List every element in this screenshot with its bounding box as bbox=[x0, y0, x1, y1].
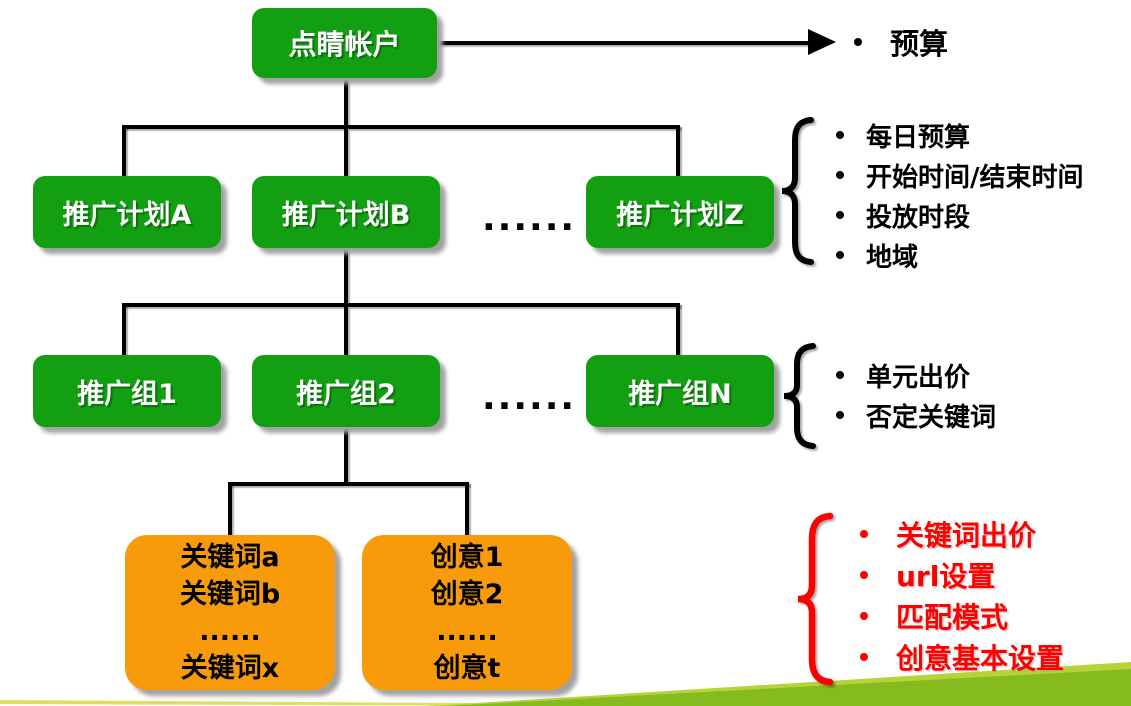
account-box-label: 点睛帐户 bbox=[288, 28, 401, 61]
bullet-icon bbox=[836, 251, 844, 259]
account-note-list: 预算 bbox=[854, 25, 948, 61]
creatives-box: 创意1 创意2 ...... 创意t bbox=[362, 535, 572, 690]
account-note-label: 预算 bbox=[890, 27, 949, 61]
red-brace-icon bbox=[797, 512, 834, 686]
connector-line bbox=[344, 78, 348, 127]
plan-box-b: 推广计划B bbox=[252, 176, 440, 248]
connector-line bbox=[122, 303, 126, 355]
unit-note-label: 关键词出价 bbox=[896, 518, 1037, 552]
group-box-1: 推广组1 bbox=[33, 355, 221, 427]
groups-ellipsis: ...... bbox=[482, 377, 577, 418]
connector-line bbox=[676, 125, 680, 176]
bullet-icon bbox=[854, 38, 862, 46]
unit-note-item: 关键词出价 bbox=[860, 513, 1064, 554]
plan-note-list: 每日预算 开始时间/结束时间 投放时段 地域 bbox=[836, 115, 1084, 275]
plan-note-item: 地域 bbox=[836, 235, 1084, 275]
keyword-item: 关键词a bbox=[180, 541, 280, 573]
connector-line bbox=[122, 125, 126, 176]
bullet-icon bbox=[836, 171, 844, 179]
account-box: 点睛帐户 bbox=[252, 8, 437, 78]
connector-line bbox=[122, 303, 680, 307]
bullet-icon bbox=[836, 371, 844, 379]
group-note-list: 单元出价 否定关键词 bbox=[836, 355, 996, 435]
bullet-icon bbox=[860, 611, 868, 620]
group-box-2: 推广组2 bbox=[252, 355, 440, 427]
unit-note-item: 匹配模式 bbox=[860, 595, 1064, 636]
group-box-2-label: 推广组2 bbox=[296, 378, 396, 410]
unit-note-label: 匹配模式 bbox=[896, 600, 1009, 634]
group-box-n-label: 推广组N bbox=[628, 378, 732, 410]
plan-note-item: 每日预算 bbox=[836, 115, 1084, 155]
plan-box-a-label: 推广计划A bbox=[62, 199, 192, 231]
plan-box-a: 推广计划A bbox=[33, 176, 221, 248]
plan-note-label: 投放时段 bbox=[866, 202, 971, 233]
plans-ellipsis: ...... bbox=[482, 198, 577, 239]
arrow-head-icon bbox=[808, 29, 836, 55]
group-note-item: 单元出价 bbox=[836, 355, 996, 395]
keyword-item: 关键词x bbox=[180, 652, 280, 684]
plan-box-z: 推广计划Z bbox=[586, 176, 774, 248]
plan-note-item: 投放时段 bbox=[836, 195, 1084, 235]
creative-item: 创意t bbox=[433, 652, 501, 684]
bullet-icon bbox=[860, 529, 868, 538]
plan-note-label: 地域 bbox=[866, 242, 919, 273]
unit-note-label: 创意基本设置 bbox=[896, 641, 1065, 675]
plan-note-item: 开始时间/结束时间 bbox=[836, 155, 1084, 195]
unit-note-item: 创意基本设置 bbox=[860, 636, 1064, 677]
group-note-label: 否定关键词 bbox=[866, 402, 997, 433]
bullet-icon bbox=[860, 570, 868, 579]
group-box-1-label: 推广组1 bbox=[77, 378, 177, 410]
unit-note-label: url设置 bbox=[896, 559, 996, 593]
arrow-line bbox=[435, 41, 810, 45]
bullet-icon bbox=[836, 211, 844, 219]
connector-line bbox=[676, 303, 680, 355]
unit-note-list: 关键词出价 url设置 匹配模式 创意基本设置 bbox=[860, 513, 1064, 677]
creative-item: 创意2 bbox=[430, 578, 504, 610]
bullet-icon bbox=[836, 131, 844, 139]
creatives-ellipsis: ...... bbox=[436, 615, 498, 647]
connector-line bbox=[344, 427, 348, 484]
creative-item: 创意1 bbox=[430, 541, 504, 573]
group-note-label: 单元出价 bbox=[866, 362, 971, 393]
keywords-box: 关键词a 关键词b ...... 关键词x bbox=[125, 535, 335, 690]
bullet-icon bbox=[860, 652, 868, 661]
connector-line bbox=[344, 248, 348, 305]
connector-line bbox=[228, 482, 469, 486]
plan-box-z-label: 推广计划Z bbox=[616, 199, 744, 231]
account-note-item: 预算 bbox=[854, 25, 948, 61]
unit-note-item: url设置 bbox=[860, 554, 1064, 595]
connector-line bbox=[344, 129, 348, 176]
brace-icon bbox=[781, 117, 814, 265]
plan-note-label: 每日预算 bbox=[866, 122, 971, 153]
keywords-ellipsis: ...... bbox=[199, 615, 261, 647]
group-note-item: 否定关键词 bbox=[836, 395, 996, 435]
connector-line bbox=[122, 125, 680, 129]
keyword-item: 关键词b bbox=[179, 578, 281, 610]
connector-line bbox=[228, 482, 232, 535]
plan-box-b-label: 推广计划B bbox=[281, 199, 411, 231]
brace-icon bbox=[783, 343, 816, 449]
connector-line bbox=[465, 482, 469, 535]
group-box-n: 推广组N bbox=[586, 355, 774, 427]
connector-line bbox=[344, 307, 348, 355]
bullet-icon bbox=[836, 411, 844, 419]
plan-note-label: 开始时间/结束时间 bbox=[866, 162, 1084, 193]
